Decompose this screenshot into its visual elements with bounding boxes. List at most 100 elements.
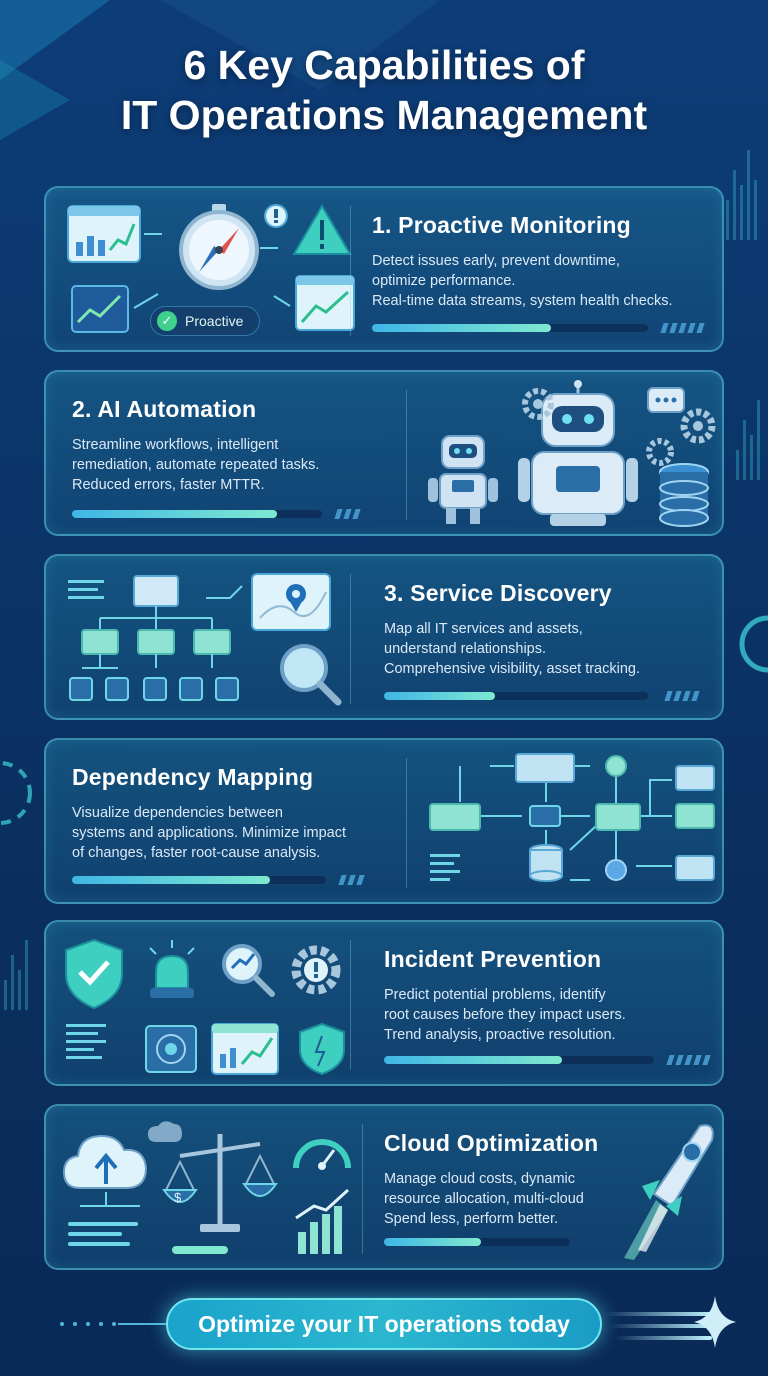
cta-label: Optimize your IT operations today (198, 1310, 570, 1337)
description-line: Real-time data streams, system health ch… (372, 293, 673, 309)
capability-card-service-discovery: 3. Service Discovery Map all IT services… (44, 554, 724, 720)
shield-check-icon (65, 938, 123, 1010)
light-streak (604, 1312, 714, 1316)
shield-icon (299, 1022, 345, 1076)
chat-bubble-icon (647, 387, 685, 413)
flow-diagram-icon (459, 765, 672, 881)
progress-fill (372, 324, 552, 332)
list-icon (66, 1024, 106, 1059)
description-line: Visualize dependencies between (72, 805, 283, 821)
tick-marks (660, 323, 705, 333)
card-description: Manage cloud costs, dynamic resource all… (384, 1169, 634, 1229)
capability-card-incident-prevention: Incident Prevention Predict potential pr… (44, 920, 724, 1086)
card-title: Cloud Optimization (384, 1130, 599, 1156)
description-line: systems and applications. Minimize impac… (72, 825, 346, 841)
divider (406, 758, 407, 888)
progress-fill (384, 1056, 563, 1064)
divider (406, 390, 407, 520)
card-title: Incident Prevention (384, 946, 602, 972)
magnifier-icon (280, 644, 342, 706)
description-line: resource allocation, multi-cloud (384, 1191, 584, 1207)
compass-icon (179, 204, 259, 290)
capability-card-ai-automation: 2. AI Automation Streamline workflows, i… (44, 370, 724, 536)
magnifier-icon (222, 944, 275, 997)
connector-line (118, 1323, 166, 1325)
cta-button[interactable]: Optimize your IT operations today (166, 1298, 602, 1350)
dots-decoration (60, 1322, 116, 1326)
map-pin-icon (251, 573, 331, 631)
divider (350, 574, 351, 704)
light-streak (616, 1336, 712, 1340)
bg-bar-chart-decoration (736, 400, 760, 480)
capability-card-proactive-monitoring: ✓ Proactive 1. Proactive Monitoring Dete… (44, 186, 724, 352)
folder-tree-icon (69, 575, 239, 701)
card-text: Cloud Optimization Manage cloud costs, d… (384, 1130, 634, 1229)
description-line: root causes before they impact users. (384, 1007, 626, 1023)
divider (362, 1124, 363, 1254)
cloud-illustration: $ (62, 1121, 351, 1254)
scale-icon: $ (162, 1134, 278, 1232)
robot-icon (518, 380, 638, 526)
alarm-icon (149, 940, 195, 998)
badge-label: Proactive (185, 313, 244, 329)
description-line: Detect issues early, prevent downtime, (372, 253, 620, 269)
bg-decoration (0, 60, 70, 140)
check-icon: ✓ (157, 311, 177, 331)
description-line: understand relationships. (384, 641, 547, 657)
automation-illustration (428, 380, 716, 527)
ring-decoration (0, 761, 32, 825)
list-icon (430, 854, 460, 881)
bg-bar-chart-decoration (726, 150, 757, 240)
description-line: Predict potential problems, identify (384, 987, 606, 1003)
light-streak (610, 1324, 714, 1328)
list-icon (68, 1222, 138, 1246)
description-line: remediation, automate repeated tasks. (72, 457, 320, 473)
progress-bar (72, 510, 322, 518)
description-line: Spend less, perform better. (384, 1211, 559, 1227)
progress-bar (384, 1056, 654, 1064)
proactive-badge: ✓ Proactive (150, 306, 260, 336)
card-title: 1. Proactive Monitoring (372, 212, 631, 238)
ring-decoration (739, 615, 768, 673)
capability-card-dependency-mapping: Dependency Mapping Visualize dependencie… (44, 738, 724, 904)
card-title: 2. AI Automation (72, 396, 257, 422)
description-line: optimize performance. (372, 273, 516, 289)
card-title: Dependency Mapping (72, 764, 314, 790)
tick-marks (334, 509, 361, 519)
trend-chart-icon (71, 285, 129, 333)
bar-chart-icon (295, 1188, 350, 1254)
progress-fill (72, 510, 277, 518)
trend-chart-icon (295, 275, 355, 331)
divider (350, 206, 351, 336)
bg-decoration (0, 0, 110, 80)
trend-chart-icon (211, 1023, 279, 1075)
card-description: Visualize dependencies between systems a… (72, 803, 402, 863)
progress-fill (384, 1238, 481, 1246)
progress-bar (72, 876, 326, 884)
tick-marks (338, 875, 365, 885)
card-description: Map all IT services and assets, understa… (384, 619, 714, 679)
gear-alert-icon (291, 945, 341, 995)
line-chart-icon (67, 205, 141, 263)
tick-marks (664, 691, 700, 701)
gear-icon (646, 408, 716, 466)
card-text: Incident Prevention Predict potential pr… (384, 946, 714, 1045)
gear-icon (522, 388, 554, 420)
progress-fill (384, 692, 495, 700)
description-line: Streamline workflows, intelligent (72, 437, 279, 453)
card-description: Detect issues early, prevent downtime, o… (372, 251, 702, 311)
cloud-upload-icon (62, 1121, 182, 1189)
card-text: Dependency Mapping Visualize dependencie… (72, 764, 402, 863)
gauge-icon (293, 1139, 351, 1170)
database-icon (659, 463, 709, 527)
card-text: 3. Service Discovery Map all IT services… (384, 580, 714, 679)
description-line: Reduced errors, faster MTTR. (72, 477, 265, 493)
tick-marks (666, 1055, 711, 1065)
progress-bar (384, 692, 648, 700)
description-line: Map all IT services and assets, (384, 621, 583, 637)
database-icon (529, 844, 563, 882)
sparkle-icon (694, 1296, 736, 1348)
title-line-2: IT Operations Management (120, 92, 648, 138)
robot-icon (428, 435, 498, 524)
rocket-icon (624, 1124, 714, 1260)
